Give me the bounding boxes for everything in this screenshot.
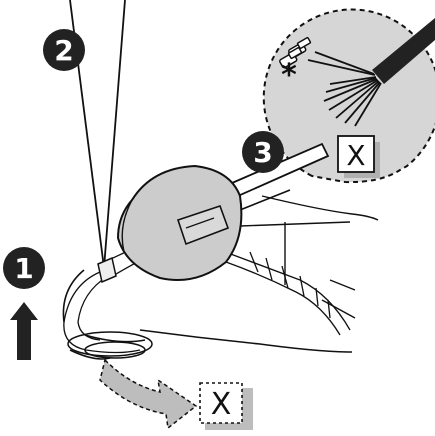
step-3-badge: 3 — [242, 131, 284, 173]
step-2-badge: 2 — [43, 29, 85, 71]
bottom-x-box: X — [200, 383, 253, 430]
detail-callout: * X — [264, 9, 435, 182]
bottom-box-label: X — [211, 387, 232, 422]
step-3-label: 3 — [253, 136, 272, 169]
up-arrow — [10, 302, 38, 360]
discard-arrow — [100, 360, 196, 428]
step-1-label: 1 — [14, 252, 33, 285]
callout-box-label: X — [346, 139, 365, 172]
step-2-label: 2 — [54, 34, 73, 67]
device-housing — [98, 166, 241, 282]
detail-asterisk: * — [281, 58, 297, 93]
floor-outline — [63, 270, 352, 359]
step-1-badge: 1 — [3, 247, 45, 289]
